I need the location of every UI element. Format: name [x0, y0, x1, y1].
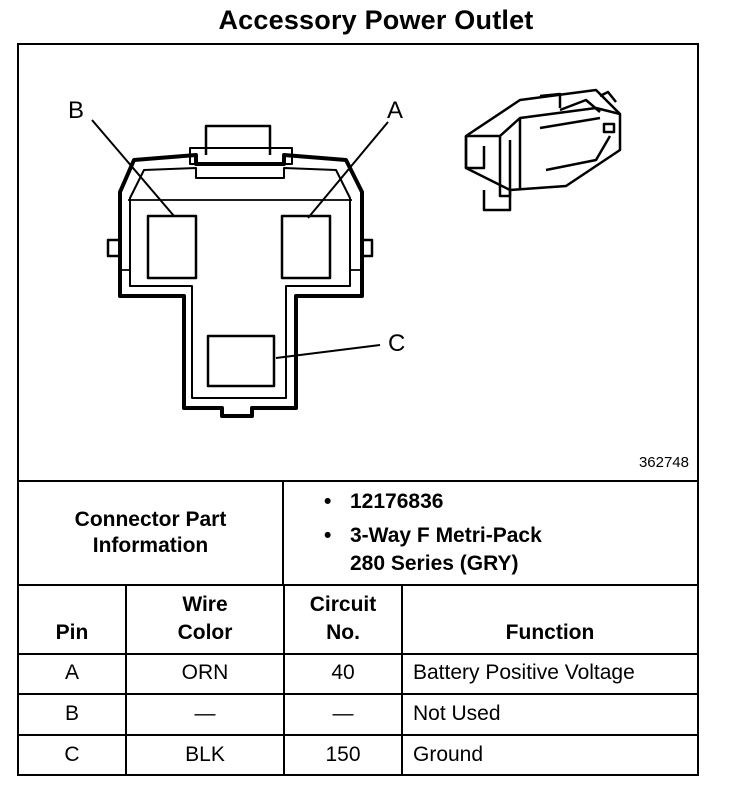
part-number: 12176836 — [350, 490, 444, 513]
outer-frame — [17, 43, 699, 776]
header-wire-line1: Wire — [182, 593, 228, 616]
header-circuit-line2: No. — [326, 621, 360, 644]
row-b-function: Not Used — [413, 702, 501, 725]
header-pin: Pin — [19, 619, 125, 647]
header-circuit-line1: Circuit — [309, 593, 377, 616]
row-a-bottom-line — [17, 693, 699, 695]
row-a-pin: A — [64, 661, 79, 684]
pin-label-c: C — [388, 330, 406, 357]
connector-type-item: • 3-Way F Metri-Pack 280 Series (GRY) — [324, 522, 694, 578]
figure-number: 362748 — [638, 454, 689, 471]
part-number-item: • 12176836 — [324, 488, 694, 516]
connector-part-list: • 12176836 • 3-Way F Metri-Pack 280 Seri… — [324, 488, 694, 578]
row-c-pin: C — [64, 743, 80, 766]
part-info-divider — [282, 480, 284, 584]
header-bottom-line — [17, 653, 699, 655]
header-wire-color: Wire Color — [127, 591, 283, 647]
table-top-line — [17, 480, 699, 482]
connector-diagram — [91, 88, 622, 418]
pin-label-b: B — [68, 97, 85, 124]
header-pin-text: Pin — [55, 621, 89, 644]
col-3-divider — [401, 584, 403, 776]
pin-label-a: A — [387, 97, 404, 124]
row-c-wire: BLK — [185, 743, 225, 766]
bullet: • — [324, 524, 332, 547]
header-circuit-no: Circuit No. — [285, 591, 401, 647]
row-a-circuit: 40 — [331, 661, 355, 684]
connector-part-label-line2: Information — [92, 534, 209, 557]
bullet: • — [324, 490, 332, 513]
header-function: Function — [403, 619, 697, 647]
connector-type-line2: 280 Series (GRY) — [350, 552, 519, 575]
row-b-circuit: — — [332, 702, 354, 725]
connector-type-line1: 3-Way F Metri-Pack — [350, 524, 542, 547]
header-function-text: Function — [505, 621, 595, 644]
connector-part-label: Connector Part Information — [19, 507, 282, 559]
header-wire-line2: Color — [177, 621, 233, 644]
row-c-function: Ground — [413, 743, 484, 766]
row-b-pin: B — [64, 702, 79, 725]
row-b-bottom-line — [17, 734, 699, 736]
row-b-wire: — — [194, 702, 216, 725]
col-2-divider — [283, 584, 285, 776]
col-1-divider — [125, 584, 127, 776]
row-a-wire: ORN — [181, 661, 229, 684]
connector-part-label-line1: Connector Part — [74, 508, 227, 531]
header-top-line — [17, 584, 699, 586]
page-title: Accessory Power Outlet — [218, 5, 534, 35]
row-c-circuit: 150 — [325, 743, 361, 766]
row-a-function: Battery Positive Voltage — [413, 661, 635, 684]
